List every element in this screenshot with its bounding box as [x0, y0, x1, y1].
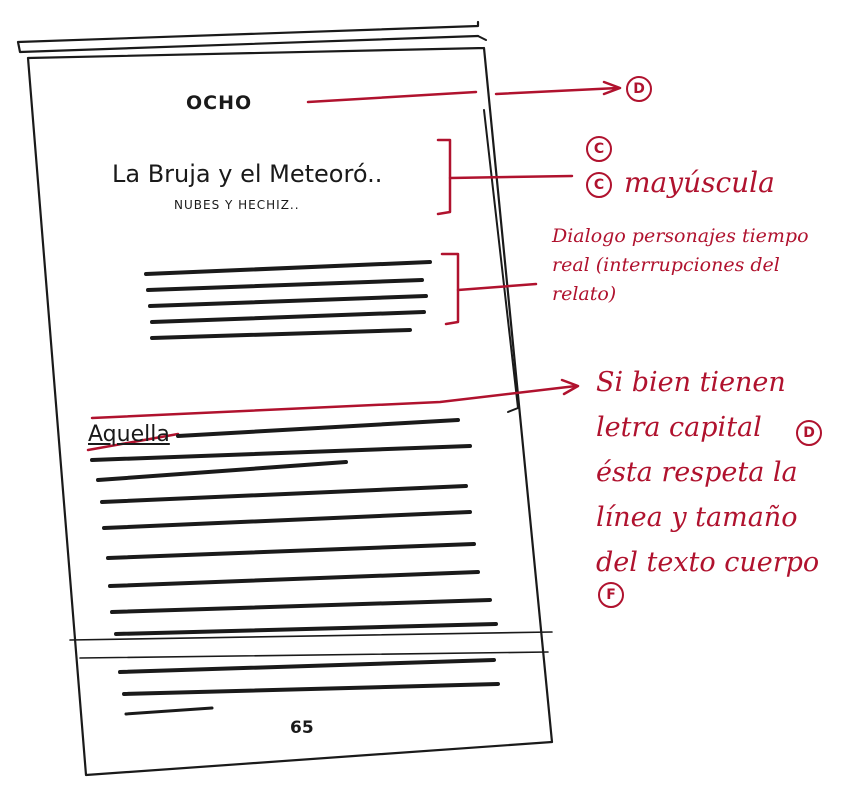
chapter-title: OCHO: [186, 92, 253, 114]
story-subtitle: NUBES Y HECHIZ..: [174, 198, 300, 212]
page-frame: [16, 20, 554, 777]
dialog-note-line: real (interrupciones del: [552, 254, 780, 276]
body-text-lines: [90, 418, 500, 716]
dialog-note: Dialogo personajes tiempo real (interrup…: [552, 222, 809, 309]
mark-d-capital: D: [796, 420, 822, 446]
capital-note: Si bien tienen letra capital ésta respet…: [596, 360, 819, 585]
dialog-bracket: [440, 252, 460, 326]
title-bracket: [436, 138, 452, 216]
drop-word: Aquella: [88, 422, 170, 447]
story-title: La Bruja y el Meteoró..: [112, 160, 383, 188]
capital-note-line: letra capital: [596, 412, 762, 443]
mark-d-top: D: [626, 76, 652, 102]
mark-c-title: C: [586, 136, 612, 162]
dialog-text-lines: [144, 260, 432, 340]
capital-note-line: Si bien tienen: [596, 367, 786, 398]
capital-note-line: línea y tamaño: [596, 502, 798, 533]
page-number: 65: [290, 718, 314, 738]
annotation-connectors: [86, 80, 622, 452]
dialog-note-line: relato): [552, 283, 617, 305]
capital-note-line: del texto cuerpo: [596, 547, 820, 578]
mark-f: F: [598, 582, 624, 608]
capital-note-line: ésta respeta la: [596, 457, 798, 488]
caps-note: mayúscula: [624, 166, 775, 199]
dialog-note-line: Dialogo personajes tiempo: [552, 225, 809, 247]
mark-c-caps: C: [586, 172, 612, 198]
